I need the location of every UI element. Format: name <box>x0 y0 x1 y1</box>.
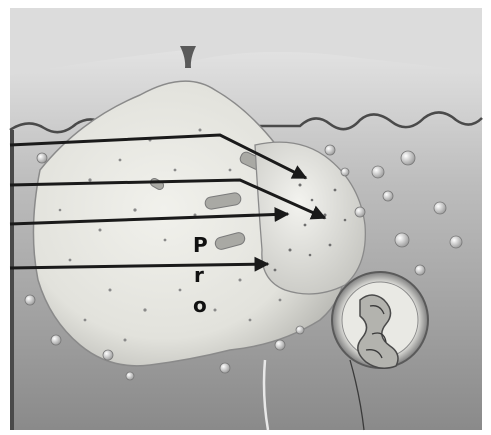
label-letter-r: r <box>194 263 204 287</box>
label-letter-o: o <box>193 293 207 317</box>
label-letter-p: P <box>193 233 208 257</box>
left-margin <box>10 130 14 430</box>
gland-cross-section <box>332 272 428 368</box>
